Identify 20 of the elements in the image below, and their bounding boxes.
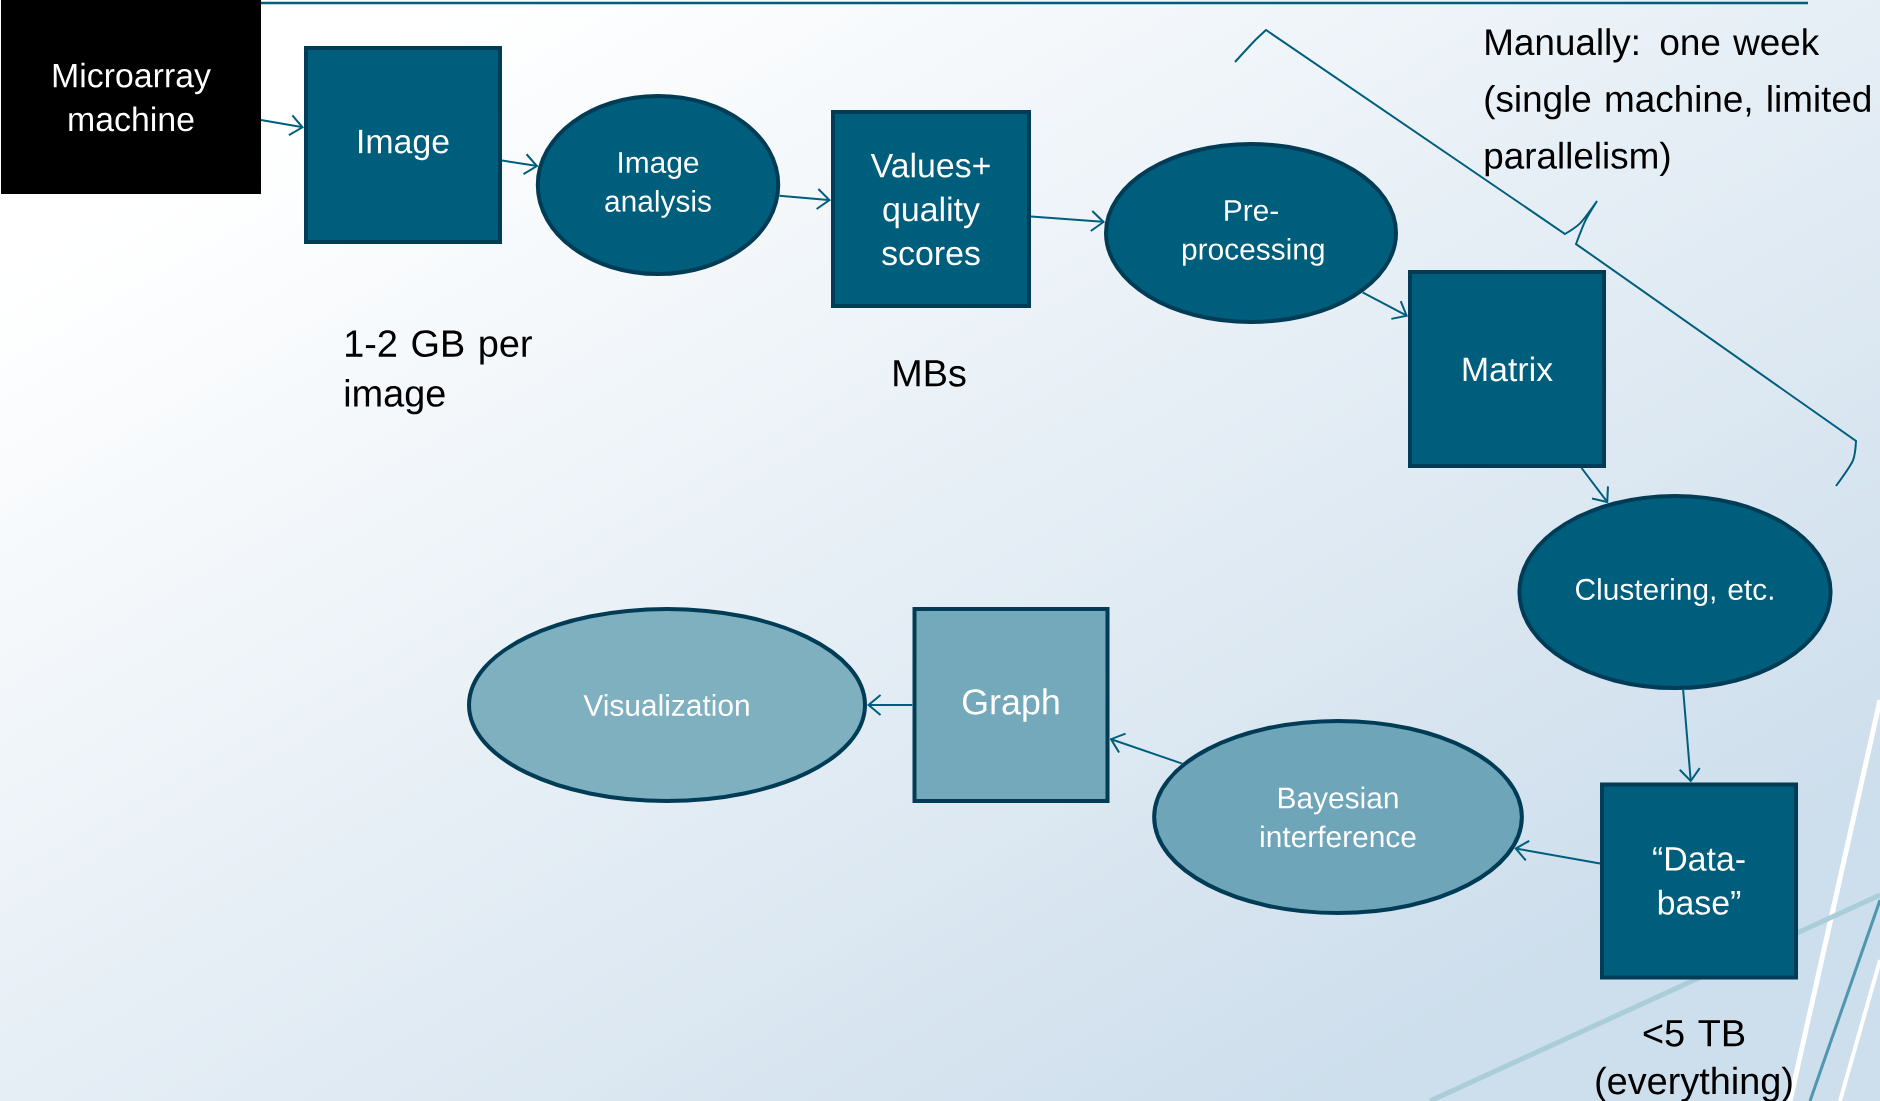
arrow [867,694,914,716]
arrow [1514,839,1601,865]
arrow [1580,467,1609,504]
process-box: Values+ quality scores [831,110,1031,308]
arrow [1030,210,1106,232]
process-box: Matrix [1408,270,1606,468]
size-note: 1-2 GB per image [345,330,532,415]
process-box: “Data-base” [1600,782,1798,980]
annotation-text: Manually: one week (single machine, limited parallelism) [1485,28,1870,177]
process-box: Microarray machine [1,0,261,194]
arrow [501,153,539,176]
arrow [1109,732,1184,765]
size-note: <5 TB (everything) [1596,1020,1792,1101]
process-box: Graph [912,607,1110,803]
arrow [778,188,831,210]
arrow [260,114,304,136]
arrow [1678,688,1701,783]
process-box: Image [304,46,502,244]
arrow [1361,291,1408,320]
size-note: MBs [894,360,966,387]
